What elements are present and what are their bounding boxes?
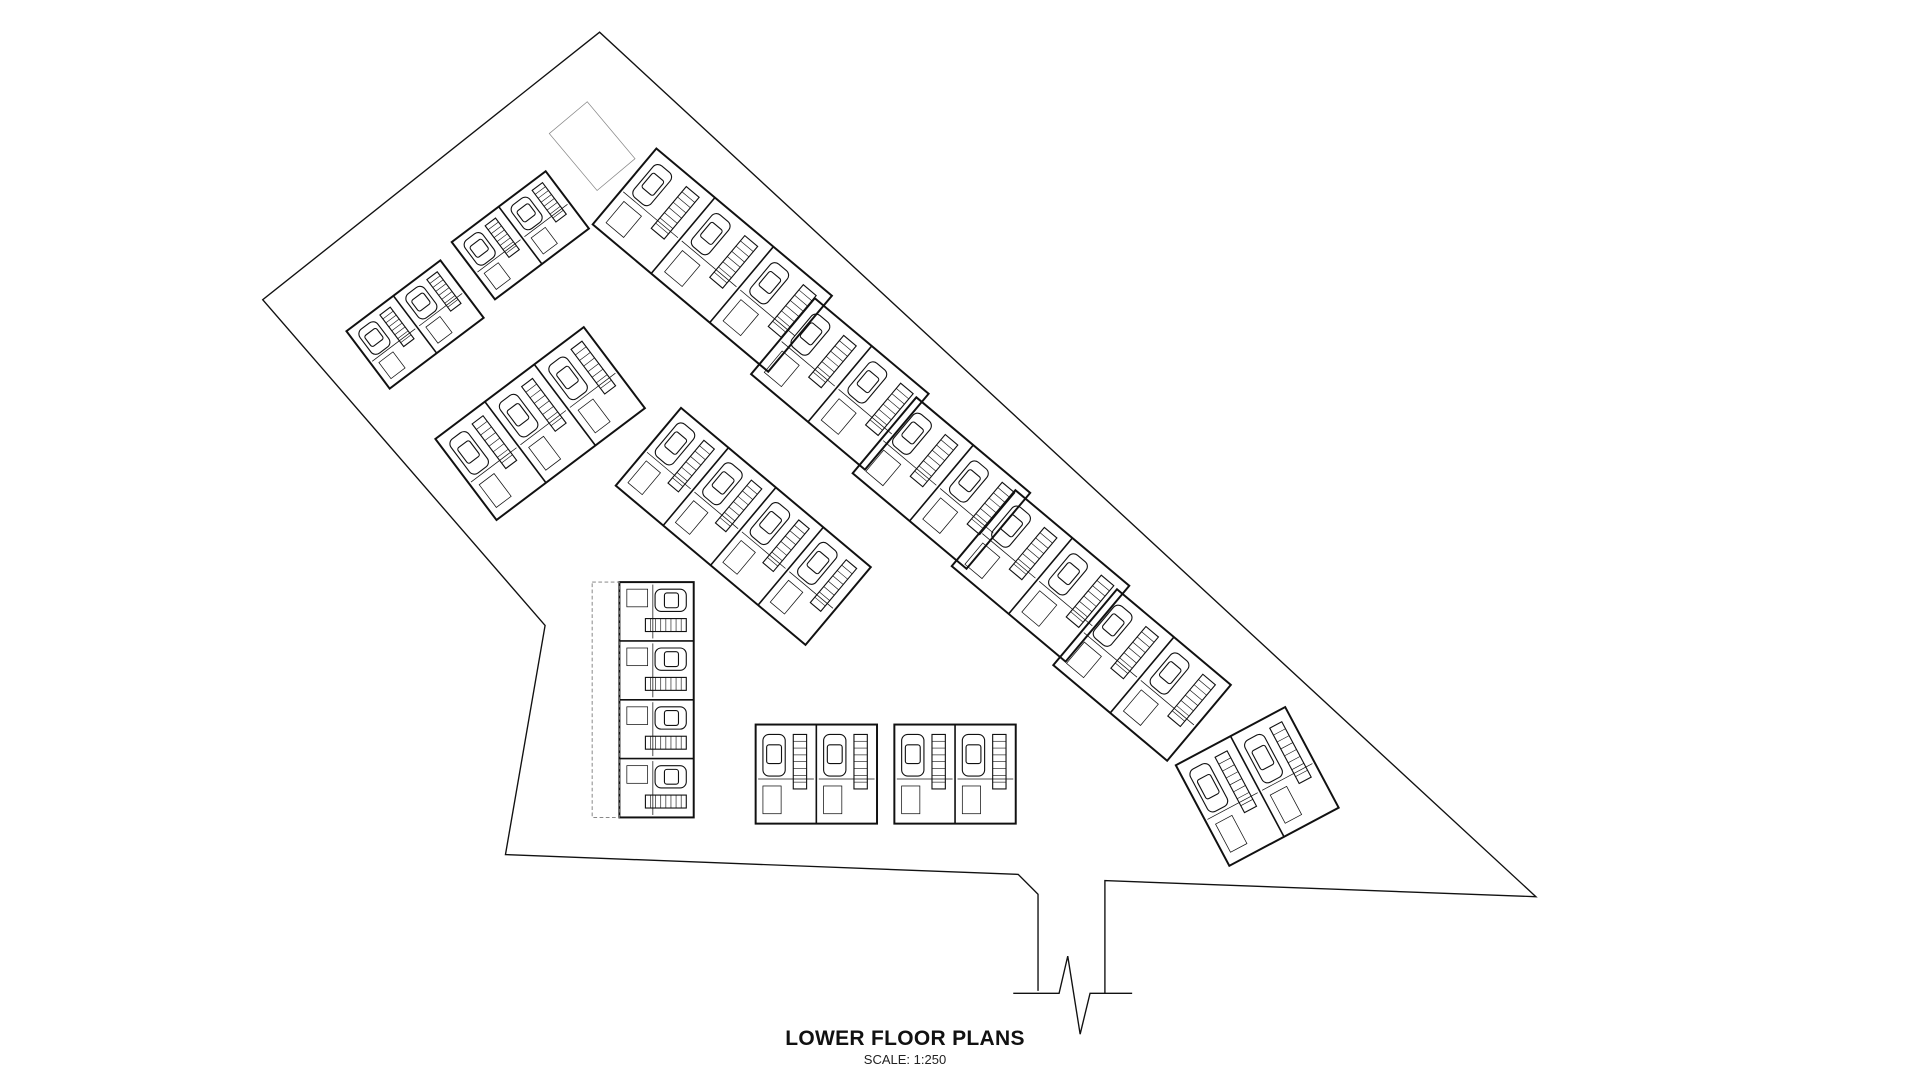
car-icon (463, 232, 496, 266)
car-icon (654, 706, 687, 730)
car-icon (1244, 733, 1283, 784)
stair-icon (484, 217, 521, 259)
stair-icon (1065, 574, 1115, 629)
car-icon (632, 163, 673, 207)
car-icon (1149, 652, 1190, 695)
car-icon (405, 285, 438, 320)
stair-icon (1167, 673, 1217, 728)
car-icon (358, 321, 391, 355)
car-icon (961, 733, 986, 777)
car-icon (749, 502, 791, 546)
building-blocks (345, 101, 1341, 868)
stair-icon (807, 334, 858, 389)
drawing-scale: SCALE: 1:250 (863, 1052, 947, 1067)
car-icon (847, 361, 888, 404)
building (434, 325, 647, 522)
building (614, 406, 873, 647)
stair-icon (708, 234, 759, 289)
stair-icon (966, 481, 1016, 536)
stair-icon (644, 794, 687, 809)
stair-icon (644, 618, 687, 633)
car-icon (762, 733, 786, 777)
road-break-line (1013, 955, 1133, 1035)
car-icon (498, 393, 539, 438)
stair-icon (864, 382, 914, 437)
stair-icon (531, 181, 568, 223)
car-icon (1092, 604, 1133, 647)
building (749, 296, 931, 472)
car-icon (790, 313, 831, 356)
car-icon (449, 431, 489, 475)
car-icon (654, 588, 687, 613)
stair-icon (650, 185, 700, 240)
building (591, 147, 834, 374)
car-icon (823, 733, 847, 777)
stair-icon (1214, 750, 1258, 814)
stair-icon (570, 340, 617, 395)
building (754, 723, 879, 825)
building (893, 723, 1017, 825)
car-icon (654, 647, 687, 671)
stair-icon (792, 733, 808, 790)
building (1051, 587, 1233, 763)
car-icon (991, 505, 1031, 548)
drawing-title: LOWER FLOOR PLANS (785, 1027, 1025, 1050)
stair-icon (762, 519, 811, 573)
car-icon (654, 422, 696, 466)
car-icon (901, 733, 925, 777)
car-icon (510, 196, 543, 231)
stair-icon (853, 733, 868, 790)
car-icon (1048, 553, 1088, 596)
stair-icon (992, 733, 1007, 790)
car-icon (749, 262, 790, 305)
building (851, 395, 1032, 571)
building (618, 581, 695, 819)
stair-icon (644, 735, 687, 750)
stair-icon (909, 433, 959, 488)
building (1174, 705, 1341, 868)
car-icon (1189, 762, 1229, 813)
car-icon (702, 462, 743, 506)
dashed-outline (548, 101, 636, 192)
stair-icon (471, 414, 518, 470)
stair-icon (931, 733, 946, 790)
car-icon (654, 765, 687, 789)
site-boundary (261, 31, 1538, 994)
stair-icon (426, 271, 462, 312)
building (950, 488, 1131, 664)
stair-icon (520, 377, 567, 433)
stair-icon (644, 676, 687, 691)
car-icon (548, 356, 588, 401)
car-icon (690, 213, 731, 256)
car-icon (892, 412, 932, 455)
stair-icon (1110, 625, 1160, 680)
stair-icon (379, 306, 415, 348)
building (345, 259, 486, 390)
stair-icon (1268, 721, 1312, 785)
stair-icon (1008, 526, 1058, 581)
car-icon (948, 460, 989, 503)
stair-icon (667, 439, 716, 493)
dashed-outline (591, 581, 620, 818)
building (450, 169, 591, 301)
stair-icon (809, 558, 858, 613)
stair-icon (714, 479, 763, 533)
car-icon (797, 541, 838, 585)
